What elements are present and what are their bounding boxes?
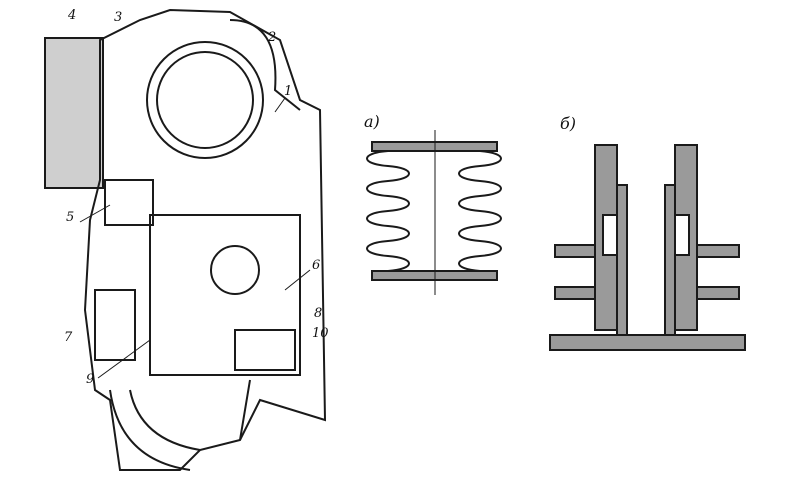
subfigure-a-label: а) — [364, 112, 380, 131]
upper-flange-right — [696, 244, 740, 258]
leader-lines — [274, 97, 286, 113]
pipe-2 — [229, 19, 301, 111]
label-1: 1 — [284, 84, 293, 99]
seal-packing-right — [674, 214, 690, 256]
housing-outline — [83, 8, 327, 471]
upper-flange-left — [554, 244, 596, 258]
inner-tube-left — [616, 184, 628, 346]
label-4: 4 — [68, 8, 77, 23]
leader-line-5 — [79, 204, 111, 223]
inner-tube-right — [664, 184, 676, 346]
bellows-detail — [366, 130, 502, 295]
bellows-right-wall — [458, 150, 502, 272]
inspection-port — [210, 245, 260, 295]
label-7: 7 — [64, 330, 73, 345]
leader-line-9 — [97, 339, 151, 379]
intake-duct — [104, 179, 154, 226]
subfigure-b-label: б) — [560, 114, 577, 133]
component-10 — [234, 329, 296, 371]
mid-flange-right — [696, 286, 740, 300]
air-filter-mesh — [44, 37, 104, 189]
seal-packing-left — [602, 214, 618, 256]
base-flange — [549, 334, 746, 351]
leader-line-6 — [284, 269, 311, 291]
chamber-7 — [94, 289, 136, 361]
label-9: 9 — [86, 372, 95, 387]
turbine-casing — [146, 41, 264, 159]
label-3: 3 — [114, 10, 123, 25]
label-6: 6 — [312, 258, 321, 273]
sleeve-detail — [549, 144, 746, 351]
turbine-casing-inner — [156, 51, 254, 149]
label-10: 10 — [312, 326, 329, 341]
bellows-left-wall — [366, 150, 410, 272]
mid-flange-left — [554, 286, 596, 300]
label-2: 2 — [268, 30, 277, 45]
machine-assembly — [44, 8, 327, 471]
exhaust-pipes — [109, 379, 251, 471]
chamber-main — [149, 214, 301, 376]
label-8: 8 — [314, 306, 323, 321]
label-5: 5 — [66, 210, 75, 225]
